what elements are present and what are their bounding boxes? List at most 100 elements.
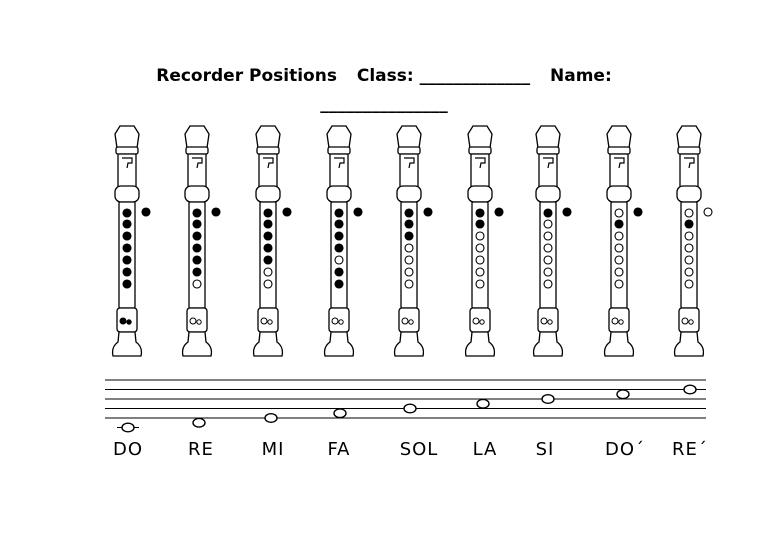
finger-hole bbox=[192, 243, 202, 253]
recorder-ring bbox=[397, 146, 421, 155]
recorder-head bbox=[187, 153, 207, 189]
recorder-head bbox=[538, 153, 558, 189]
double-hole bbox=[338, 319, 344, 325]
finger-hole bbox=[334, 231, 344, 241]
recorder-window bbox=[475, 157, 486, 169]
recorder-head bbox=[470, 153, 490, 189]
recorder-body bbox=[118, 201, 136, 309]
double-hole bbox=[547, 319, 553, 325]
recorder-ring bbox=[185, 146, 209, 155]
finger-hole bbox=[614, 255, 624, 265]
whole-note bbox=[121, 422, 135, 433]
recorder-window bbox=[614, 157, 625, 169]
finger-hole bbox=[404, 279, 414, 289]
recorder-6 bbox=[464, 125, 504, 357]
recorder-body bbox=[259, 201, 277, 309]
recorder-window bbox=[122, 157, 133, 169]
finger-hole bbox=[334, 255, 344, 265]
finger-hole bbox=[334, 243, 344, 253]
whole-note bbox=[476, 398, 490, 409]
recorder-head bbox=[399, 153, 419, 189]
finger-hole bbox=[543, 279, 553, 289]
double-hole bbox=[126, 319, 132, 325]
finger-hole bbox=[684, 231, 694, 241]
recorder-7 bbox=[532, 125, 572, 357]
finger-hole bbox=[684, 243, 694, 253]
recorder-bell bbox=[252, 331, 284, 357]
finger-hole bbox=[684, 267, 694, 277]
finger-hole bbox=[614, 219, 624, 229]
note-name-label: SOL bbox=[400, 439, 439, 460]
double-hole bbox=[267, 319, 273, 325]
double-hole bbox=[196, 319, 202, 325]
finger-hole bbox=[475, 279, 485, 289]
finger-hole bbox=[122, 208, 132, 218]
thumb-hole bbox=[494, 207, 504, 217]
finger-hole bbox=[192, 267, 202, 277]
recorder-mouthpiece bbox=[184, 125, 210, 149]
recorder-ring bbox=[115, 146, 139, 155]
double-hole bbox=[189, 317, 197, 325]
finger-hole bbox=[475, 208, 485, 218]
note-name-label: FA bbox=[327, 439, 350, 460]
recorder-head bbox=[117, 153, 137, 189]
finger-hole bbox=[684, 219, 694, 229]
recorder-body bbox=[330, 201, 348, 309]
recorder-body bbox=[400, 201, 418, 309]
finger-hole bbox=[543, 255, 553, 265]
finger-hole bbox=[475, 243, 485, 253]
recorder-bell bbox=[111, 331, 143, 357]
class-label: Class: bbox=[356, 66, 414, 86]
finger-hole bbox=[263, 279, 273, 289]
finger-hole bbox=[334, 208, 344, 218]
whole-note bbox=[403, 403, 417, 414]
finger-hole bbox=[404, 208, 414, 218]
recorder-head bbox=[679, 153, 699, 189]
note-name-label: RE bbox=[188, 439, 214, 460]
thumb-hole bbox=[141, 207, 151, 217]
finger-hole bbox=[543, 219, 553, 229]
finger-hole bbox=[543, 208, 553, 218]
recorder-mouthpiece bbox=[326, 125, 352, 149]
recorder-ring bbox=[677, 146, 701, 155]
finger-hole bbox=[684, 279, 694, 289]
recorder-ring bbox=[536, 146, 560, 155]
recorder-bell bbox=[323, 331, 355, 357]
whole-note bbox=[541, 394, 555, 405]
finger-hole bbox=[404, 255, 414, 265]
recorder-9 bbox=[673, 125, 713, 357]
recorder-bell bbox=[603, 331, 635, 357]
double-hole bbox=[260, 317, 268, 325]
name-blank[interactable]: _______________ bbox=[320, 94, 448, 114]
class-blank[interactable]: _____________ bbox=[419, 66, 531, 86]
finger-hole bbox=[334, 279, 344, 289]
finger-hole bbox=[334, 267, 344, 277]
recorder-mouthpiece bbox=[255, 125, 281, 149]
whole-note bbox=[333, 408, 347, 419]
recorder-window bbox=[684, 157, 695, 169]
finger-hole bbox=[475, 219, 485, 229]
note-name-label: SI bbox=[536, 439, 555, 460]
double-hole bbox=[688, 319, 694, 325]
finger-hole bbox=[192, 231, 202, 241]
recorder-window bbox=[192, 157, 203, 169]
recorder-bell bbox=[673, 331, 705, 357]
finger-hole bbox=[614, 267, 624, 277]
recorder-body bbox=[680, 201, 698, 309]
recorder-joint bbox=[467, 185, 493, 203]
finger-hole bbox=[192, 208, 202, 218]
finger-hole bbox=[263, 219, 273, 229]
finger-hole bbox=[404, 231, 414, 241]
worksheet-title: Recorder Positions bbox=[156, 66, 337, 86]
finger-hole bbox=[404, 219, 414, 229]
finger-hole bbox=[543, 231, 553, 241]
thumb-hole bbox=[703, 207, 713, 217]
finger-hole bbox=[404, 243, 414, 253]
finger-hole bbox=[192, 279, 202, 289]
finger-hole bbox=[263, 208, 273, 218]
double-hole bbox=[472, 317, 480, 325]
double-hole bbox=[618, 319, 624, 325]
whole-note bbox=[683, 384, 697, 395]
finger-hole bbox=[475, 255, 485, 265]
thumb-hole bbox=[211, 207, 221, 217]
